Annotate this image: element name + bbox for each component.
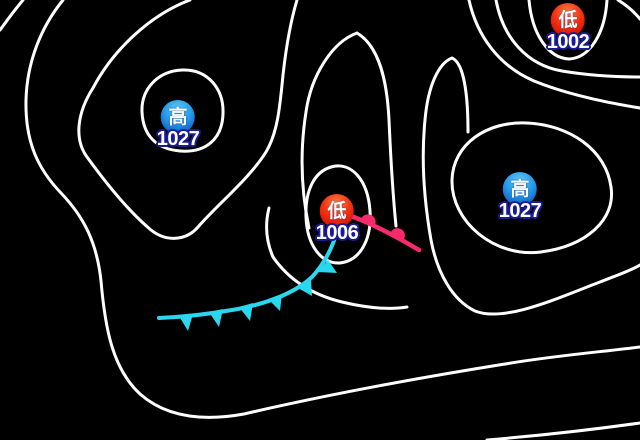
isobar xyxy=(421,56,640,316)
pressure-value: 1002 xyxy=(546,31,590,53)
pressure-symbol: 低 xyxy=(558,9,578,31)
warm-front xyxy=(348,213,422,253)
pressure-value: 1027 xyxy=(156,128,200,150)
isobar xyxy=(494,0,640,79)
isobar xyxy=(304,164,372,265)
low-pressure-disc: 低 xyxy=(551,3,585,37)
cold-front-triangle xyxy=(239,303,253,321)
pressure-center-high-west: 高 1027 xyxy=(157,100,200,149)
cold-front-barbs xyxy=(179,260,337,331)
isobar xyxy=(24,0,640,419)
pressure-value: 1006 xyxy=(315,222,359,244)
cold-front-triangle xyxy=(318,260,337,273)
pressure-center-low-1002: 低 1002 xyxy=(547,3,590,52)
isobar xyxy=(300,31,398,230)
isobar xyxy=(77,0,299,240)
pressure-symbol: 低 xyxy=(327,200,347,222)
warm-front-line xyxy=(348,213,422,253)
isobar xyxy=(140,68,225,153)
isobar xyxy=(527,0,609,61)
warm-front-bumps xyxy=(361,214,405,239)
pressure-center-high-east: 高 1027 xyxy=(499,172,542,221)
pressure-value: 1027 xyxy=(498,200,542,222)
high-pressure-disc: 高 xyxy=(503,172,537,206)
warm-front-semicircle xyxy=(391,228,405,239)
isobar xyxy=(485,421,640,440)
cold-front-triangle xyxy=(209,309,223,327)
isobar xyxy=(0,0,25,32)
isobar xyxy=(450,121,614,255)
isobar xyxy=(467,0,640,110)
high-pressure-disc: 高 xyxy=(161,100,195,134)
cold-front-triangle xyxy=(268,294,282,311)
pressure-symbol: 高 xyxy=(510,178,530,200)
cold-front-triangle xyxy=(179,314,193,331)
pressure-center-low-1006: 低 1006 xyxy=(316,194,359,243)
low-pressure-disc: 低 xyxy=(320,194,354,228)
cold-front xyxy=(157,226,340,331)
warm-front-semicircle xyxy=(361,214,376,225)
pressure-symbol: 高 xyxy=(168,106,188,128)
cold-front-triangle xyxy=(298,280,312,296)
isobar xyxy=(616,0,640,21)
